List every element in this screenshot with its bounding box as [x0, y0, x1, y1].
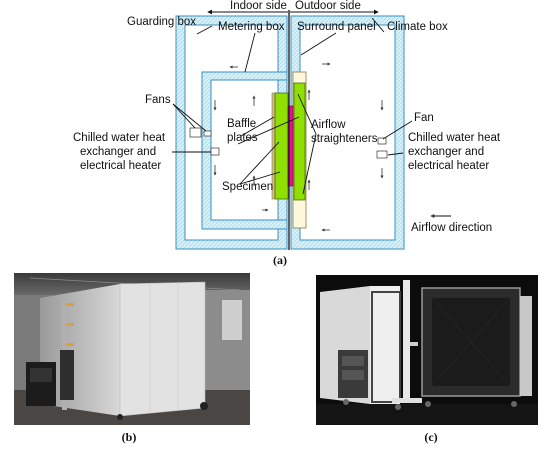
caption-b: (b)	[122, 430, 137, 444]
outdoor-side-label: Outdoor side	[295, 0, 361, 12]
heat-exchanger-label-left: Chilled water heat exchanger and electri…	[73, 132, 168, 172]
indoor-side-label: Indoor side	[230, 0, 287, 12]
fan-label: Fan	[414, 112, 434, 124]
airflow-arrows	[213, 62, 384, 232]
specimen	[287, 105, 294, 187]
caption-a: (a)	[273, 253, 287, 267]
airflow-straightener	[293, 82, 306, 201]
schematic-diagram: Indoor side Outdoor side Guarding box Me…	[73, 0, 503, 250]
airflow-direction-label: Airflow direction	[411, 222, 492, 234]
fan-device-left	[189, 127, 220, 156]
baffle-plates-label: Baffle plates	[227, 118, 259, 144]
guarding-box	[175, 15, 288, 250]
photo-c	[316, 275, 538, 425]
leader-lines	[172, 17, 413, 195]
caption-c: (c)	[424, 430, 437, 444]
photo-b	[14, 273, 250, 425]
heat-exchanger-label-right: Chilled water heat exchanger and electri…	[408, 132, 503, 172]
airflow-straighteners-label: Airflow straighteners	[311, 119, 378, 145]
surround-panel-label: Surround panel	[297, 21, 376, 33]
fans-label: Fans	[145, 94, 171, 106]
specimen-label: Specimen	[222, 181, 273, 193]
guarding-box-label: Guarding box	[127, 16, 196, 28]
climate-box-label: Climate box	[387, 21, 448, 33]
metering-box-label: Metering box	[218, 21, 285, 33]
metering-box	[201, 71, 288, 230]
fan-device-right	[376, 137, 388, 159]
airflow-straightener	[274, 92, 289, 200]
